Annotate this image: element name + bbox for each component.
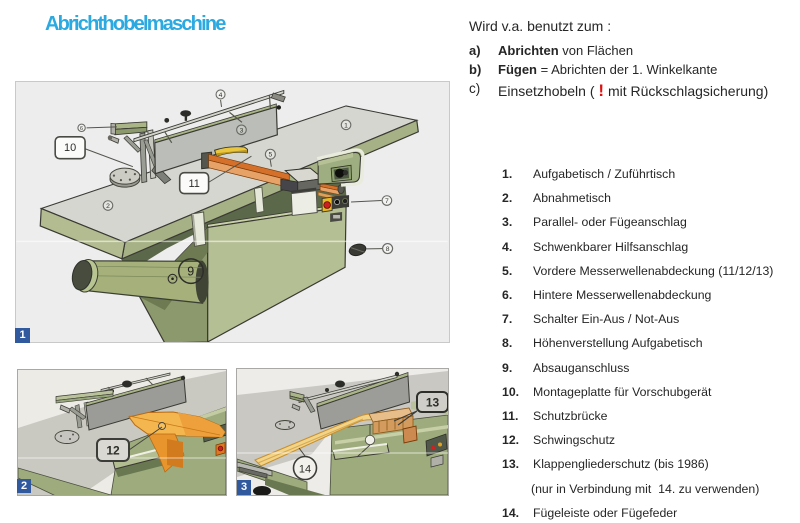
svg-text:1: 1 bbox=[344, 122, 348, 129]
svg-text:11: 11 bbox=[188, 178, 199, 190]
svg-text:10: 10 bbox=[64, 142, 76, 154]
svg-text:14: 14 bbox=[299, 464, 311, 476]
svg-text:9: 9 bbox=[187, 265, 194, 279]
svg-text:12: 12 bbox=[106, 444, 120, 458]
svg-text:3: 3 bbox=[240, 127, 244, 134]
svg-text:8: 8 bbox=[386, 246, 390, 253]
svg-text:13: 13 bbox=[426, 396, 440, 410]
svg-text:5: 5 bbox=[268, 152, 272, 159]
svg-text:7: 7 bbox=[385, 198, 389, 205]
svg-text:4: 4 bbox=[219, 92, 223, 99]
svg-text:2: 2 bbox=[106, 203, 110, 210]
svg-text:6: 6 bbox=[80, 126, 83, 132]
